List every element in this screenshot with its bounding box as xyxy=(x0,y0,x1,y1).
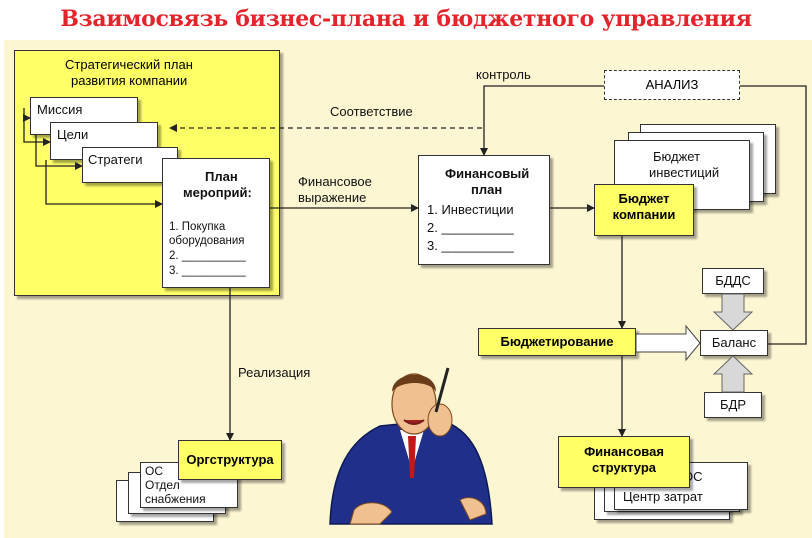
org-card-line2: Отдел xyxy=(145,478,180,492)
financial-plan-title1: Финансовый xyxy=(445,166,530,181)
action-plan-title2: мероприй: xyxy=(183,185,252,200)
financial-plan-item2: 2. __________ xyxy=(427,220,514,235)
action-plan-box: План мероприй: 1. Покупка оборудования 2… xyxy=(162,158,270,288)
investment-budget-line1: Бюджет xyxy=(653,149,701,164)
bdr-box: БДР xyxy=(704,392,762,418)
org-structure-label: Оргструктура xyxy=(186,452,274,467)
balance-to-analysis-line xyxy=(740,85,807,345)
correspondence-label: Соответствие xyxy=(330,104,413,119)
company-budget-box: Бюджет компании xyxy=(594,184,694,236)
financial-plan-title2: план xyxy=(471,182,503,197)
control-label: контроль xyxy=(476,67,531,82)
bdds-block-arrow xyxy=(712,293,754,331)
fin-structure-line1: Финансовая xyxy=(584,444,664,459)
diagram-title: Взаимосвязь бизнес-плана и бюджетного уп… xyxy=(60,6,752,32)
mission-label: Миссия xyxy=(37,102,83,117)
action-plan-item3: 3. __________ xyxy=(169,265,246,277)
goals-label: Цели xyxy=(57,127,89,142)
budgeting-box: Бюджетирование xyxy=(478,328,636,356)
strategic-plan-line1: Стратегический план xyxy=(65,57,193,72)
budgeting-block-arrow xyxy=(635,324,701,362)
fin-card-line2: Центр затрат xyxy=(623,489,703,504)
financial-plan-box: Финансовый план 1. Инвестиции 2. _______… xyxy=(418,155,550,265)
investment-budget-line2: инвестиций xyxy=(649,165,720,180)
action-plan-item1b: оборудования xyxy=(169,235,245,247)
org-card-line3: снабжения xyxy=(145,492,206,506)
strategy-feedback-lines xyxy=(23,108,163,208)
fin-structure-line2: структура xyxy=(591,460,657,475)
company-budget-line1: Бюджет xyxy=(618,191,670,206)
company-budget-line2: компании xyxy=(612,207,676,222)
analysis-box: АНАЛИЗ xyxy=(604,70,740,100)
action-plan-title1: План xyxy=(205,169,238,184)
financial-plan-item1: 1. Инвестиции xyxy=(427,202,514,217)
balance-box: Баланс xyxy=(700,330,768,356)
fin-structure-box: Финансовая структура xyxy=(558,436,690,488)
bdr-label: БДР xyxy=(719,397,746,412)
financial-plan-item3: 3. __________ xyxy=(427,238,514,253)
financial-expression-line1: Финансовое xyxy=(298,174,372,189)
strategy-label: Стратеги xyxy=(88,152,143,167)
analysis-label: АНАЛИЗ xyxy=(645,77,699,92)
balance-label: Баланс xyxy=(711,335,757,350)
strategic-plan-line2: развития компании xyxy=(71,73,188,88)
control-arrow xyxy=(480,85,604,156)
businessman-illustration xyxy=(329,367,493,525)
action-plan-item1a: 1. Покупка xyxy=(169,221,226,233)
budgeting-label: Бюджетирование xyxy=(500,334,614,349)
bdds-label: БДДС xyxy=(715,273,751,288)
realization-label: Реализация xyxy=(238,365,311,380)
financial-expression-line2: выражение xyxy=(298,190,367,205)
bdr-block-arrow xyxy=(712,355,754,393)
bdds-box: БДДС xyxy=(702,268,764,294)
action-plan-item2: 2. __________ xyxy=(169,250,246,262)
org-card-line1: ОС xyxy=(145,464,163,478)
